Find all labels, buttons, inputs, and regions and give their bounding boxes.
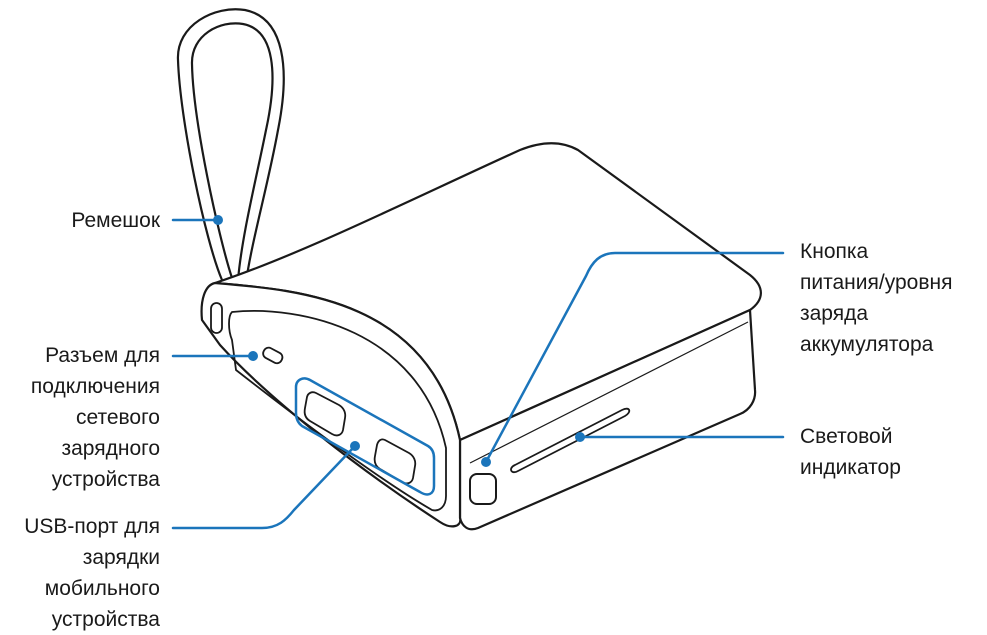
strap-callout-dot bbox=[213, 215, 223, 225]
usb-port-callout-dot bbox=[350, 441, 360, 451]
usb-port-callout-line bbox=[171, 444, 357, 530]
usb-port-label: USB-порт для зарядки мобильного устройст… bbox=[24, 515, 160, 631]
power-button-label: Кнопка питания/уровня заряда аккумулятор… bbox=[800, 240, 953, 356]
strap-label: Ремешок bbox=[71, 209, 160, 232]
callout-lines bbox=[171, 218, 785, 530]
charger-port-label: Разъем для подключения сетевого зарядног… bbox=[30, 344, 160, 491]
strap bbox=[176, 8, 285, 284]
power-button-callout-line bbox=[484, 251, 785, 464]
led-indicator-label: Световой индикатор bbox=[800, 425, 901, 479]
power-bank-body bbox=[200, 142, 762, 531]
callout-dots bbox=[213, 215, 585, 467]
power-button-callout-dot bbox=[481, 457, 491, 467]
charger-port-callout-dot bbox=[248, 351, 258, 361]
usb-ports-highlight bbox=[294, 377, 436, 496]
led-indicator-callout-dot bbox=[575, 432, 585, 442]
